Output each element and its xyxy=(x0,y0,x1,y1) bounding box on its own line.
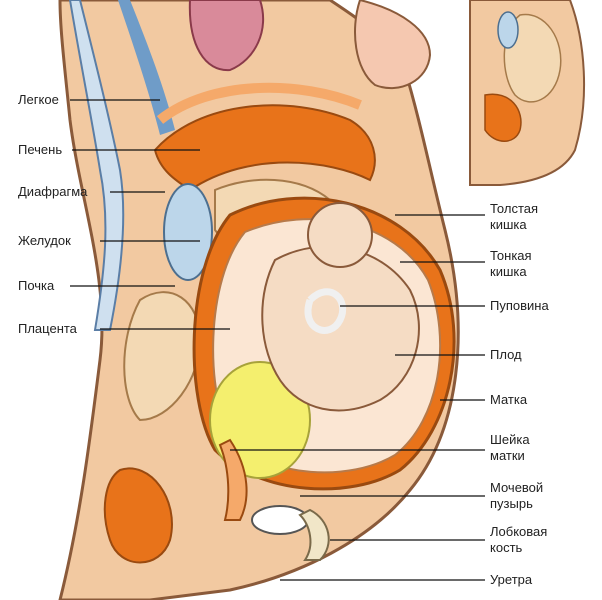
label-umbilical-cord: Пуповина xyxy=(490,298,549,313)
label-cervix: Шейка матки xyxy=(490,432,530,463)
label-stomach: Желудок xyxy=(18,233,71,248)
fetus-head xyxy=(307,202,373,268)
rectum xyxy=(103,467,173,564)
label-large-intestine: Толстая кишка xyxy=(490,201,539,232)
label-small-intestine: Тонкая кишка xyxy=(490,248,532,279)
bladder xyxy=(251,505,309,535)
lung xyxy=(188,0,265,72)
label-uterus: Матка xyxy=(490,392,528,407)
leader-lines xyxy=(70,99,485,581)
label-lung: Легкое xyxy=(18,92,59,107)
blood-vessel xyxy=(118,0,175,135)
cervix xyxy=(218,438,248,521)
label-placenta: Плацента xyxy=(18,321,77,336)
small-intestine xyxy=(123,291,202,422)
label-liver: Печень xyxy=(18,142,63,157)
diaphragm xyxy=(156,82,362,124)
fetus xyxy=(261,245,420,412)
stomach xyxy=(163,183,213,281)
spine xyxy=(68,0,125,331)
label-kidney: Почка xyxy=(18,278,55,293)
label-urethra: Уретра xyxy=(490,572,533,587)
inset-uterus xyxy=(484,93,522,142)
inset-diagram xyxy=(469,0,586,186)
inset-stomach xyxy=(497,11,519,49)
umbilical-cord xyxy=(304,288,347,334)
inset-intestine xyxy=(503,13,562,103)
breast xyxy=(354,0,432,90)
label-bladder: Мочевой пузырь xyxy=(490,480,544,511)
label-fetus: Плод xyxy=(490,347,522,362)
label-diaphragm: Диафрагма xyxy=(18,184,88,199)
label-pubic-bone: Лобковая кость xyxy=(490,524,548,555)
pubic-bone xyxy=(298,508,330,561)
